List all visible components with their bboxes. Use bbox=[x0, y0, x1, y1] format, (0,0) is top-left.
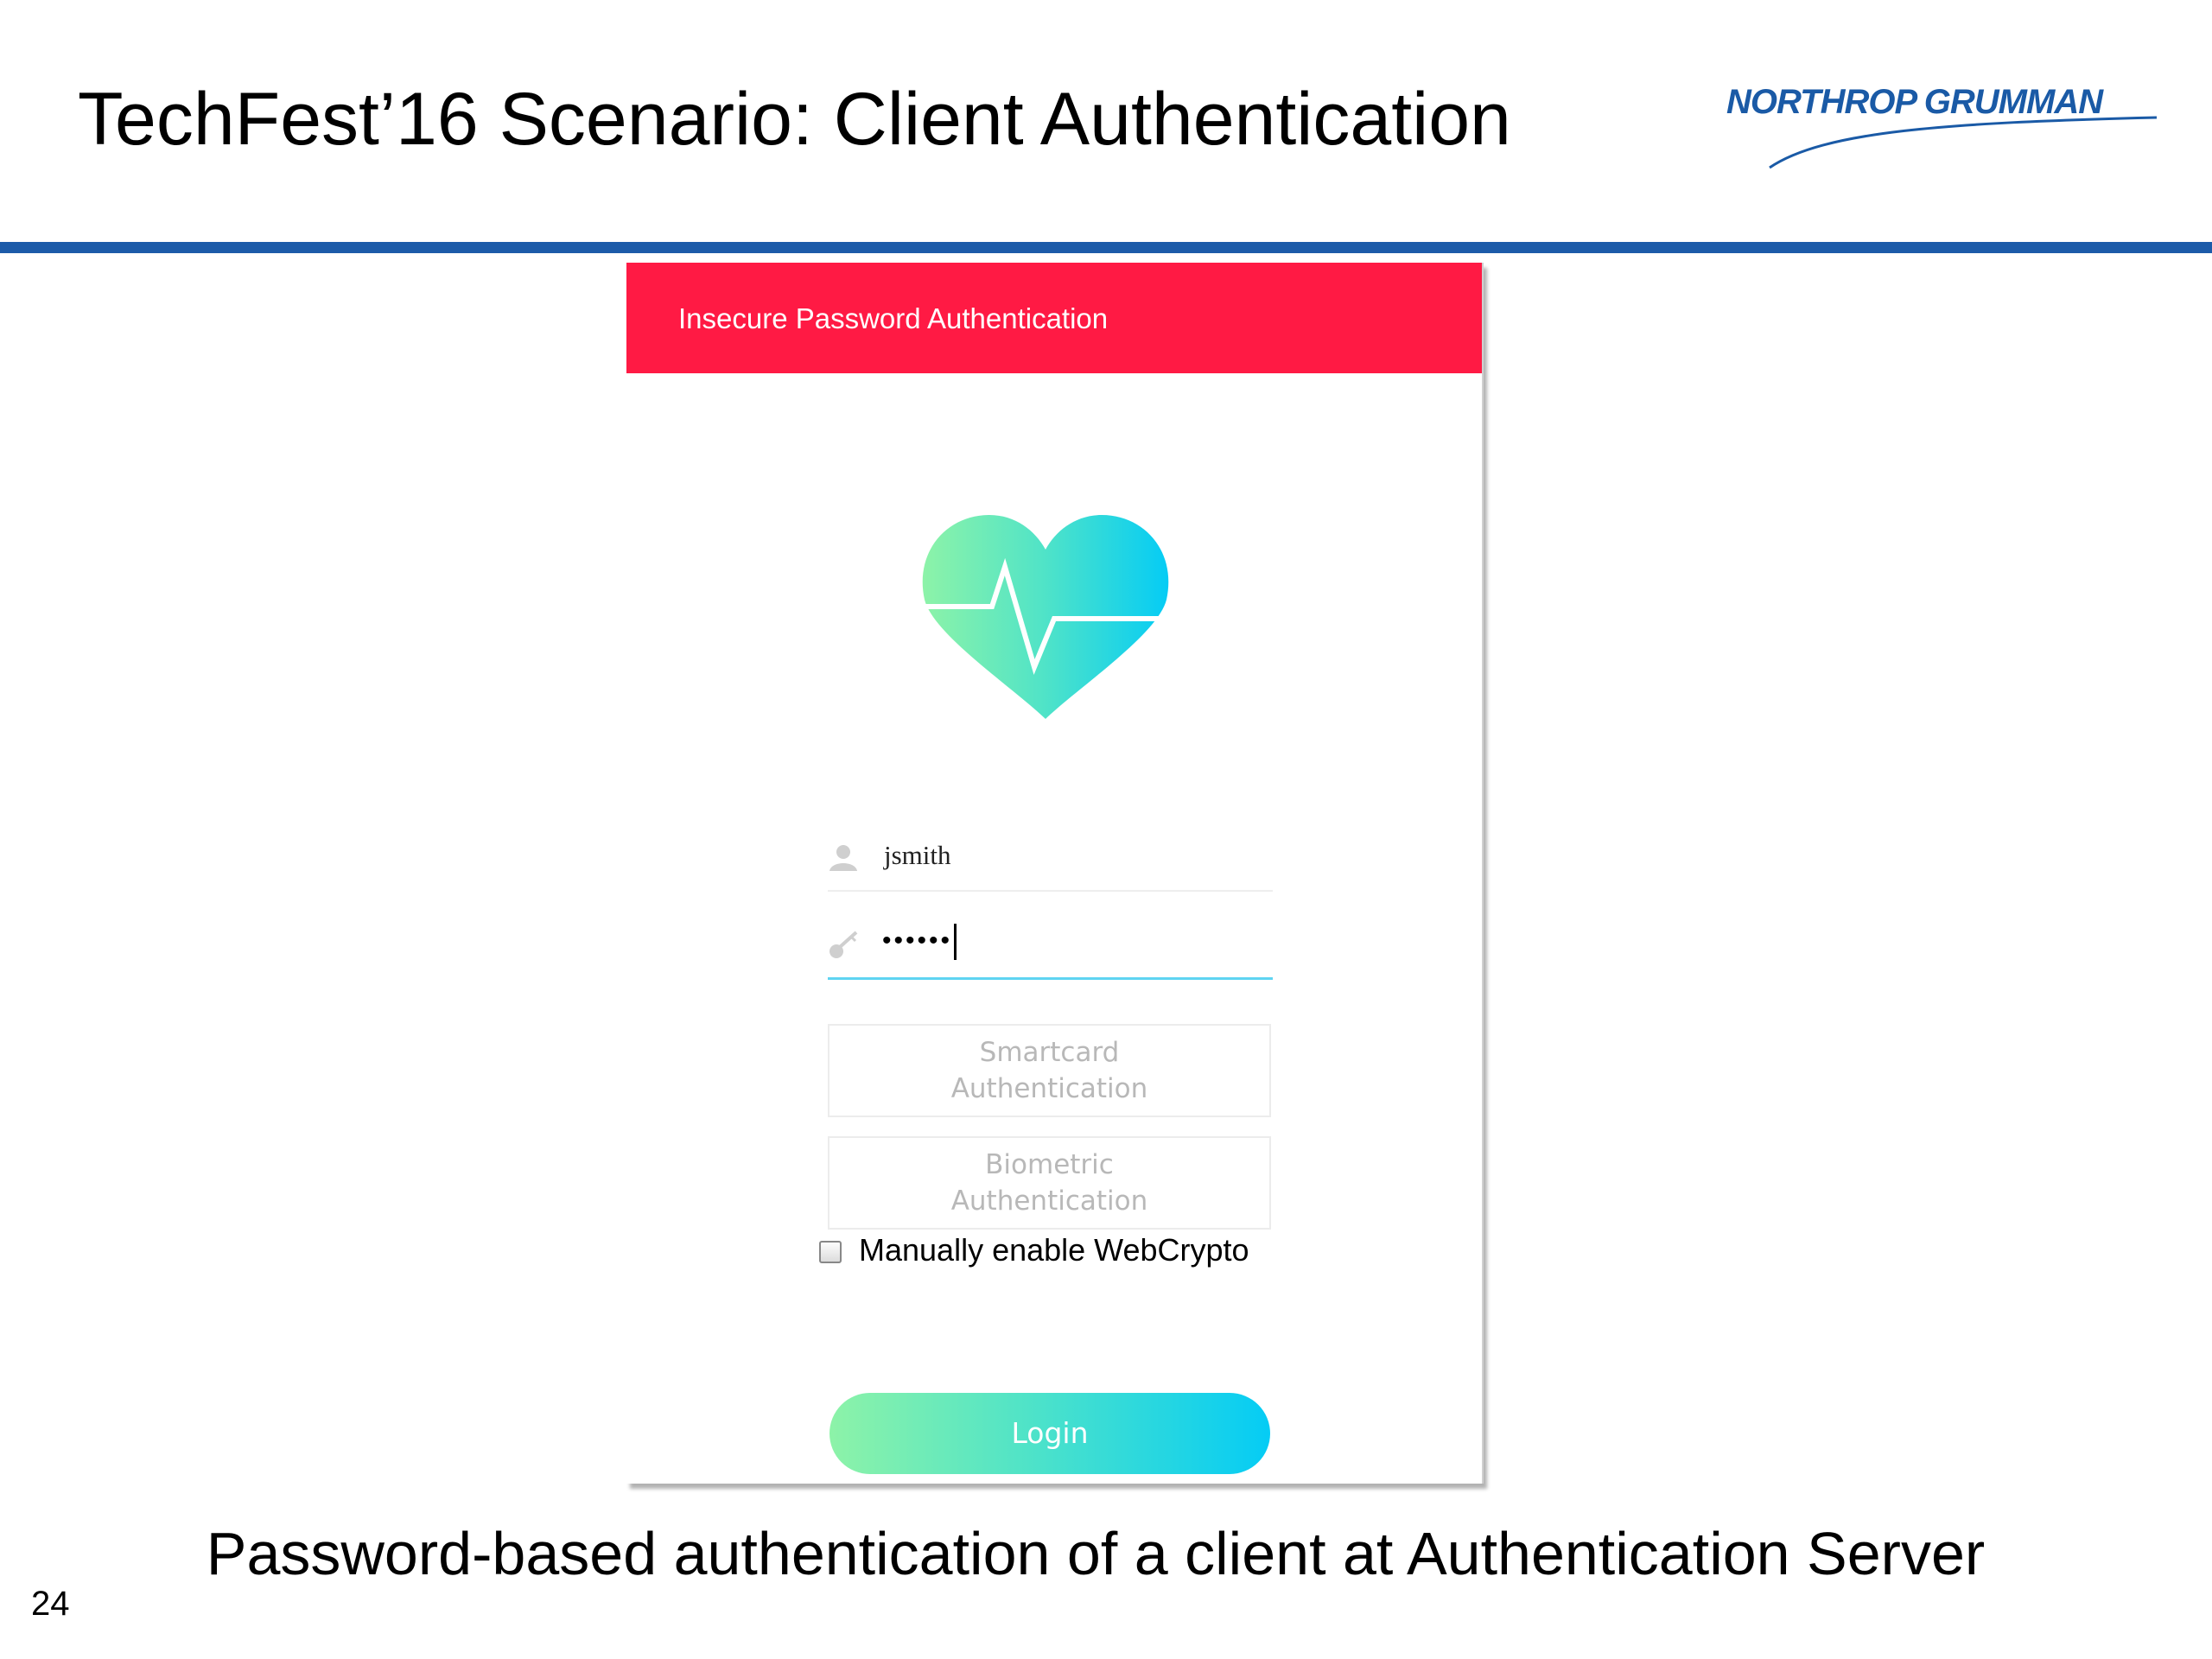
slide-caption: Password-based authentication of a clien… bbox=[0, 1517, 2212, 1590]
page-number: 24 bbox=[31, 1585, 70, 1623]
app-header-title: Insecure Password Authentication bbox=[678, 302, 1109, 334]
biometric-label-line2: Authentication bbox=[950, 1185, 1148, 1217]
password-value: •••••• bbox=[882, 924, 957, 960]
logo-swoosh bbox=[1769, 116, 2158, 169]
biometric-label-line1: Biometric bbox=[985, 1149, 1114, 1180]
caption-text: Password-based authentication of a clien… bbox=[206, 1520, 1986, 1587]
smartcard-auth-button[interactable]: Smartcard Authentication bbox=[828, 1024, 1271, 1117]
slide-title: TechFest’16 Scenario: Client Authenticat… bbox=[78, 78, 1511, 161]
password-dots: •••••• bbox=[882, 925, 953, 955]
username-value: jsmith bbox=[884, 840, 951, 870]
smartcard-label-line2: Authentication bbox=[950, 1073, 1148, 1104]
app-header: Insecure Password Authentication bbox=[626, 263, 1482, 373]
webcrypto-checkbox[interactable] bbox=[819, 1241, 842, 1263]
title-divider bbox=[0, 242, 2212, 253]
login-screenshot: Insecure Password Authentication jsmith … bbox=[626, 263, 1484, 1484]
biometric-auth-button[interactable]: Biometric Authentication bbox=[828, 1136, 1271, 1230]
login-button[interactable]: Login bbox=[830, 1393, 1270, 1474]
heart-pulse-icon bbox=[916, 515, 1175, 719]
webcrypto-label: Manually enable WebCrypto bbox=[859, 1232, 1249, 1268]
northrop-grumman-logo: NORTHROP GRUMMAN bbox=[1719, 79, 2169, 175]
smartcard-label-line1: Smartcard bbox=[979, 1037, 1120, 1068]
user-icon bbox=[830, 845, 857, 871]
username-field[interactable]: jsmith bbox=[828, 830, 1273, 892]
text-caret bbox=[954, 924, 957, 960]
key-icon bbox=[830, 931, 858, 958]
password-field[interactable]: •••••• bbox=[828, 917, 1273, 980]
brand-name: NORTHROP GRUMMAN bbox=[1726, 83, 2103, 121]
